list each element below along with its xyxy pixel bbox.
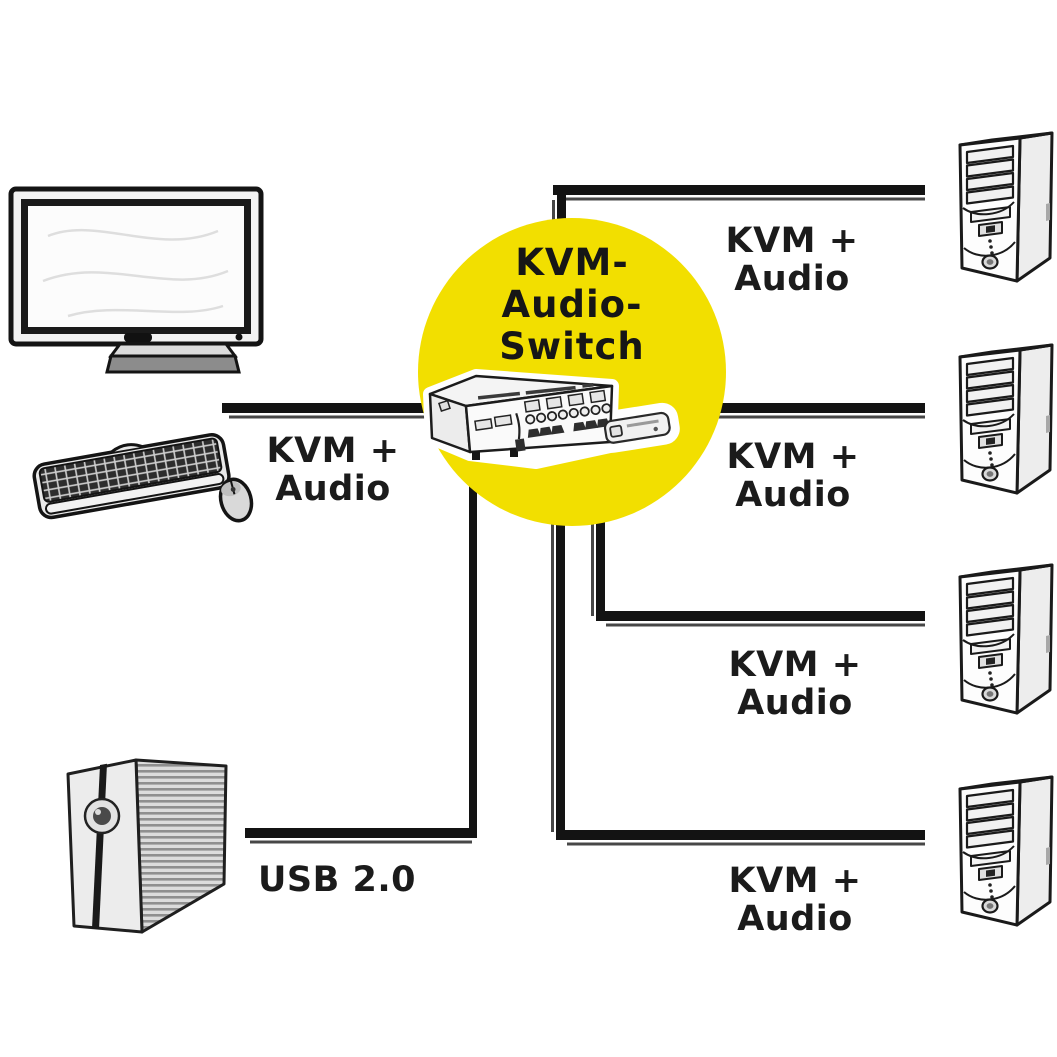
pc3-connection-label: KVM + Audio xyxy=(685,646,905,722)
pc3-label-line1: KVM + xyxy=(728,645,862,685)
keyboard-icon xyxy=(32,432,254,523)
pc2-label-line1: KVM + xyxy=(726,437,860,477)
pc1-label-line1: KVM + xyxy=(725,221,859,261)
switch-title-line3: Switch xyxy=(499,325,645,368)
pc4-label-line2: Audio xyxy=(737,899,853,939)
pc4-connection-label: KVM + Audio xyxy=(685,862,905,938)
kvm-switch-icon xyxy=(423,369,680,469)
mouse-icon xyxy=(218,477,254,523)
line-usb xyxy=(245,470,477,844)
external-hard-drive-icon xyxy=(66,758,228,934)
console-label-line1: KVM + xyxy=(266,431,400,471)
line-pc4 xyxy=(551,470,925,846)
pc4-label-line1: KVM + xyxy=(728,861,862,901)
pc2-label-line2: Audio xyxy=(735,475,851,515)
computer-tower-icon xyxy=(958,131,1054,283)
switch-title-line1: KVM- xyxy=(515,241,629,284)
computer-tower-icon xyxy=(958,563,1054,715)
computer-tower-icon xyxy=(958,775,1054,927)
switch-highlight-circle: KVM- Audio- Switch xyxy=(418,218,726,526)
computer-tower-icon xyxy=(958,343,1054,495)
pc3-label-line2: Audio xyxy=(737,683,853,723)
usb-label-text: USB 2.0 xyxy=(258,860,416,900)
pc1-label-line2: Audio xyxy=(734,259,850,299)
line-pc3 xyxy=(591,470,925,627)
remote-control-icon xyxy=(603,411,671,444)
switch-title-line2: Audio- xyxy=(501,283,643,326)
usb-connection-label: USB 2.0 xyxy=(227,861,447,899)
console-connection-label: KVM + Audio xyxy=(223,432,443,508)
console-label-line2: Audio xyxy=(275,469,391,509)
monitor-icon xyxy=(8,186,264,374)
line-pc1 xyxy=(552,185,925,224)
pc2-connection-label: KVM + Audio xyxy=(683,438,903,514)
switch-title: KVM- Audio- Switch xyxy=(418,242,726,368)
pc1-connection-label: KVM + Audio xyxy=(682,222,902,298)
